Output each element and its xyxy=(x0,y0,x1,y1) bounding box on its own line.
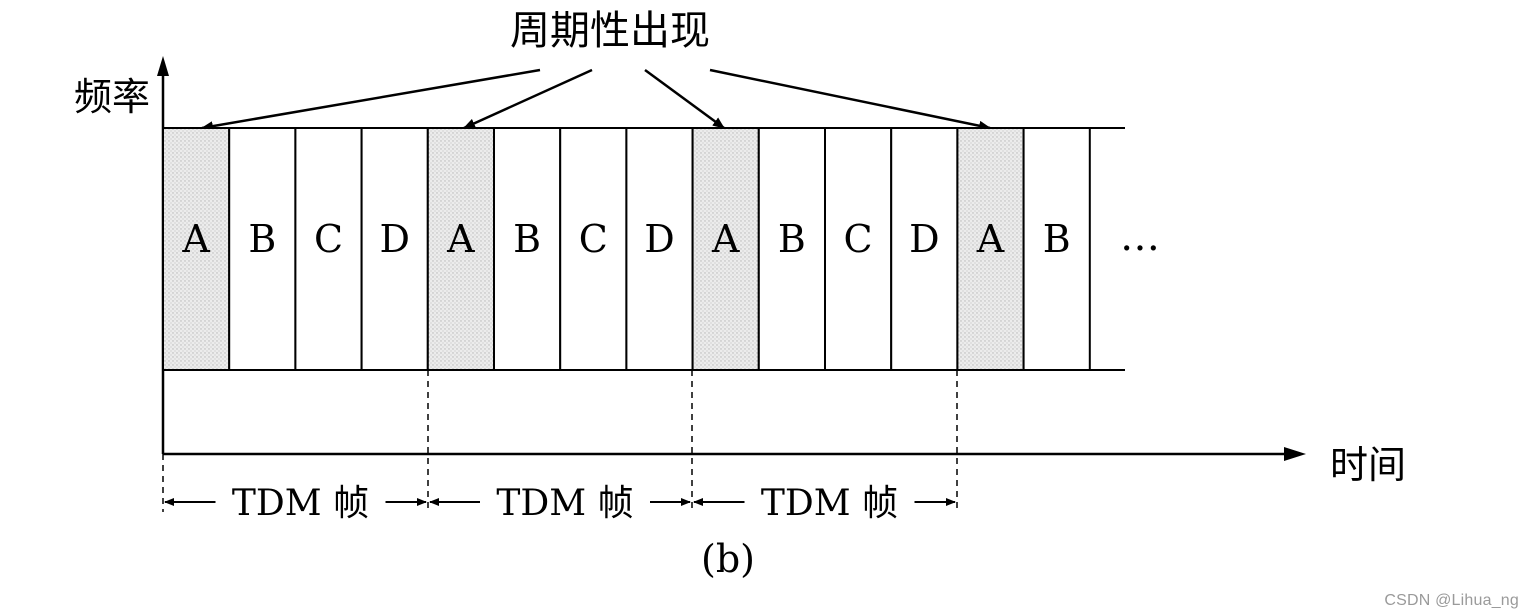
figure-caption: (b) xyxy=(701,537,755,581)
time-slot-4: D xyxy=(360,127,429,371)
time-slot-label: A xyxy=(446,217,475,261)
time-slot-cell xyxy=(426,127,495,371)
annotation-arrow-4 xyxy=(709,68,991,131)
time-slot-cell xyxy=(1022,127,1091,371)
time-slot-label: C xyxy=(579,217,608,261)
time-slot-cell xyxy=(691,127,760,371)
time-slot-label: B xyxy=(248,217,276,261)
time-slot-label: D xyxy=(909,217,939,261)
time-slot-cell xyxy=(824,127,893,371)
frame-label: TDM 帧 xyxy=(496,483,633,524)
time-slot-label: A xyxy=(711,217,740,261)
time-slot-label: B xyxy=(1043,217,1071,261)
time-slot-9: A xyxy=(691,127,760,371)
watermark: CSDN @Lihua_ng xyxy=(1384,592,1519,609)
time-slot-5: A xyxy=(426,127,495,371)
time-slot-label: C xyxy=(314,217,343,261)
time-slot-label: A xyxy=(976,217,1005,261)
tdm-frame-1: TDM 帧 xyxy=(164,483,427,524)
time-slot-11: C xyxy=(824,127,893,371)
time-slot-cell xyxy=(162,127,231,371)
time-slot-cell xyxy=(559,127,628,371)
time-slot-7: C xyxy=(559,127,628,371)
time-slot-label: D xyxy=(644,217,674,261)
time-slot-12: D xyxy=(890,127,959,371)
time-slot-3: C xyxy=(294,127,363,371)
time-slot-13: A xyxy=(956,127,1025,371)
continuation-ellipsis: … xyxy=(1120,214,1160,260)
time-slot-label: B xyxy=(778,217,806,261)
x-axis-label: 时间 xyxy=(1330,443,1406,487)
annotation-arrow-2 xyxy=(463,68,593,130)
time-slot-6: B xyxy=(493,127,562,371)
time-slot-cell xyxy=(228,127,297,371)
tdm-frame-3: TDM 帧 xyxy=(693,483,956,524)
frame-label: TDM 帧 xyxy=(761,483,898,524)
tdm-frames: TDM 帧 TDM 帧 TDM 帧 xyxy=(164,483,956,524)
frame-label: TDM 帧 xyxy=(232,483,369,524)
time-slot-8: D xyxy=(625,127,694,371)
time-slot-2: B xyxy=(228,127,297,371)
annotation-arrow-3 xyxy=(644,68,725,130)
time-slot-14: B xyxy=(1022,127,1091,371)
time-slot-1: A xyxy=(162,127,231,371)
tdm-frame-2: TDM 帧 xyxy=(429,483,691,524)
time-slot-cell xyxy=(956,127,1025,371)
annotation-arrow-1 xyxy=(201,68,541,132)
frame-dividers xyxy=(427,370,958,512)
time-slot-label: A xyxy=(181,217,210,261)
y-axis-label: 频率 xyxy=(74,75,150,119)
time-slot-label: C xyxy=(844,217,873,261)
x-axis-arrowhead xyxy=(1284,447,1306,461)
annotation-title: 周期性出现 xyxy=(510,8,710,54)
time-slot-cell xyxy=(294,127,363,371)
time-slot-10: B xyxy=(757,127,826,371)
time-slot-label: B xyxy=(513,217,541,261)
y-axis-arrowhead xyxy=(157,56,169,76)
annotation-arrows xyxy=(201,68,991,132)
time-slot-label: D xyxy=(379,217,409,261)
